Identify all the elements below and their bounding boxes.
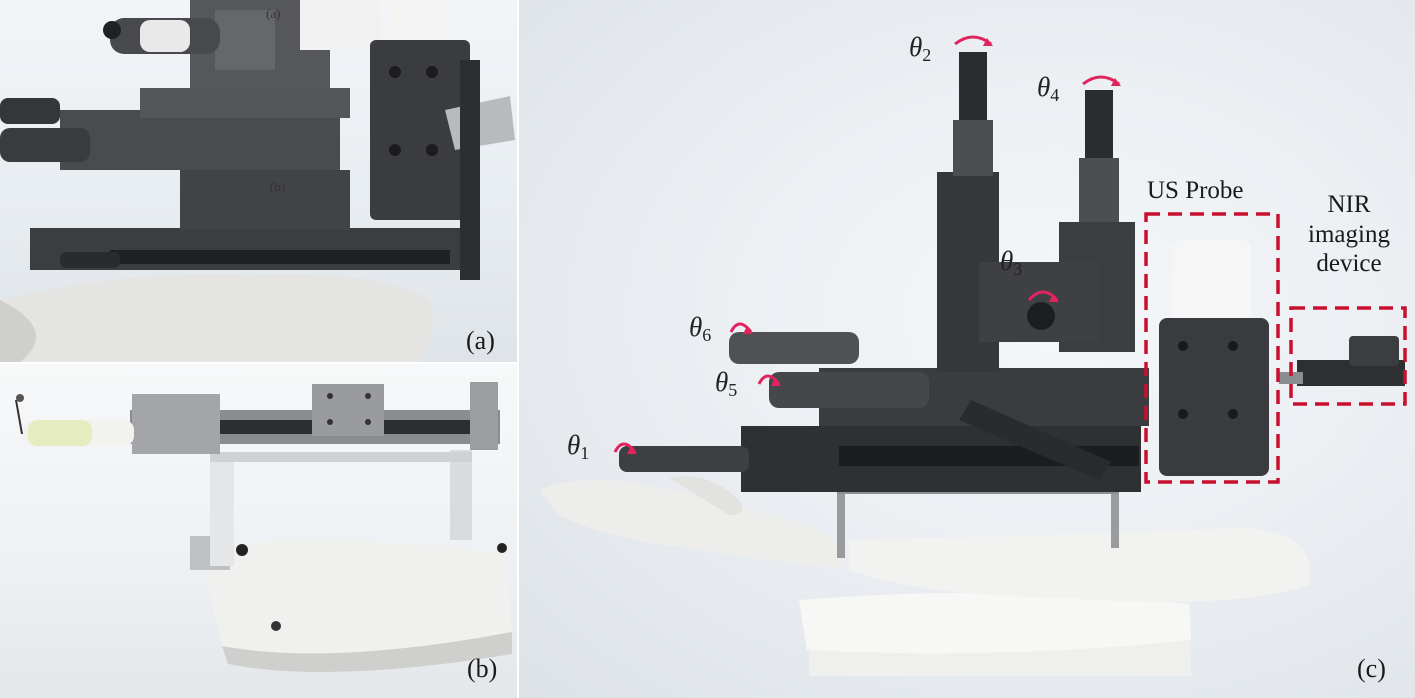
linear-stage-render (15, 382, 512, 672)
full-robot-render (539, 35, 1407, 676)
panel-label-b: (b) (467, 654, 498, 683)
robot-closeup-render (0, 0, 515, 362)
nir-label-line3: device (1316, 250, 1382, 277)
nir-device-label: NIR imaging device (1289, 190, 1409, 279)
joint-label-theta6: θ6 (689, 312, 712, 345)
joint-label-theta3: θ3 (1000, 246, 1023, 279)
nir-label-line2: imaging (1308, 220, 1390, 248)
joint-label-theta5: θ5 (715, 367, 738, 400)
joint-label-theta4: θ4 (1037, 72, 1060, 105)
inset-label-a: (a) (266, 6, 281, 21)
panel-label-a: (a) (466, 326, 495, 355)
us-probe-label: US Probe (1147, 177, 1244, 204)
us-probe-box (1144, 212, 1280, 484)
joint-label-theta2: θ2 (909, 32, 932, 65)
nir-device-box (1289, 306, 1407, 406)
joint-label-theta1: θ1 (567, 430, 590, 463)
nir-label-line1: NIR (1327, 191, 1371, 218)
panel-c-render: θ2 θ4 θ3 θ6 θ5 θ1 US Probe NIR imaging d… (519, 0, 1415, 698)
panel-label-c: (c) (1357, 654, 1386, 683)
inset-label-b: (b) (270, 179, 286, 194)
panel-a-render: (a) (b) (a) (0, 0, 517, 362)
panel-b-render: (b) (0, 364, 517, 698)
